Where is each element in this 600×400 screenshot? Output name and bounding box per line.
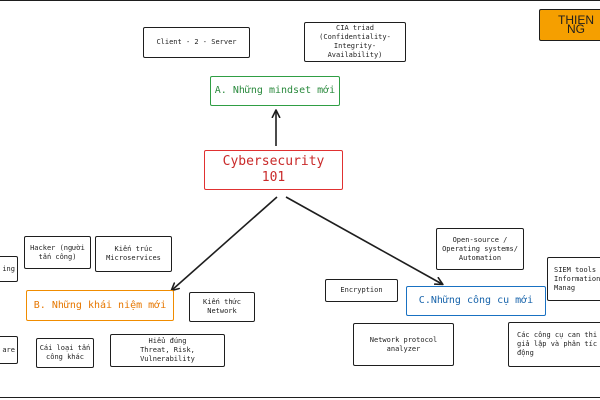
branch-tools: C.Những công cụ mới <box>406 286 546 316</box>
node-cia-triad: CIA triad (Confidentiality- Integrity-Av… <box>304 22 406 62</box>
node-encryption: Encryption <box>325 279 398 302</box>
node-microservices: Kiến trúc Microservices <box>95 236 172 272</box>
node-simulation-tools: Các công cụ can thi giả lập và phân tíc … <box>508 322 600 367</box>
arrow-to-concepts <box>172 196 278 290</box>
arrow-to-tools <box>285 196 442 284</box>
node-siem: SIEM tools Information Manag <box>547 257 600 301</box>
branch-mindset: A. Những mindset mới <box>210 76 340 106</box>
center-node: Cybersecurity 101 <box>204 150 343 190</box>
node-edge-top: ing <box>0 256 18 282</box>
node-threat-risk: Hiểu đúng Threat, Risk, Vulnerability <box>110 334 225 367</box>
branch-concepts: B. Những khái niệm mới <box>26 290 174 321</box>
node-client-server: Client - 2 - Server <box>143 27 250 58</box>
node-attacks: Cái loại tấn công khác <box>36 338 94 368</box>
node-hacker: Hacker (người tấn công) <box>24 236 91 269</box>
node-network: Kiến thức Network <box>189 292 255 322</box>
node-edge-bottom: are <box>0 336 18 364</box>
author-badge: THIEN NG <box>539 9 600 41</box>
node-protocol-analyzer: Network protocol analyzer <box>353 323 454 366</box>
node-open-source: Open-source / Operating systems/ Automat… <box>436 228 524 270</box>
